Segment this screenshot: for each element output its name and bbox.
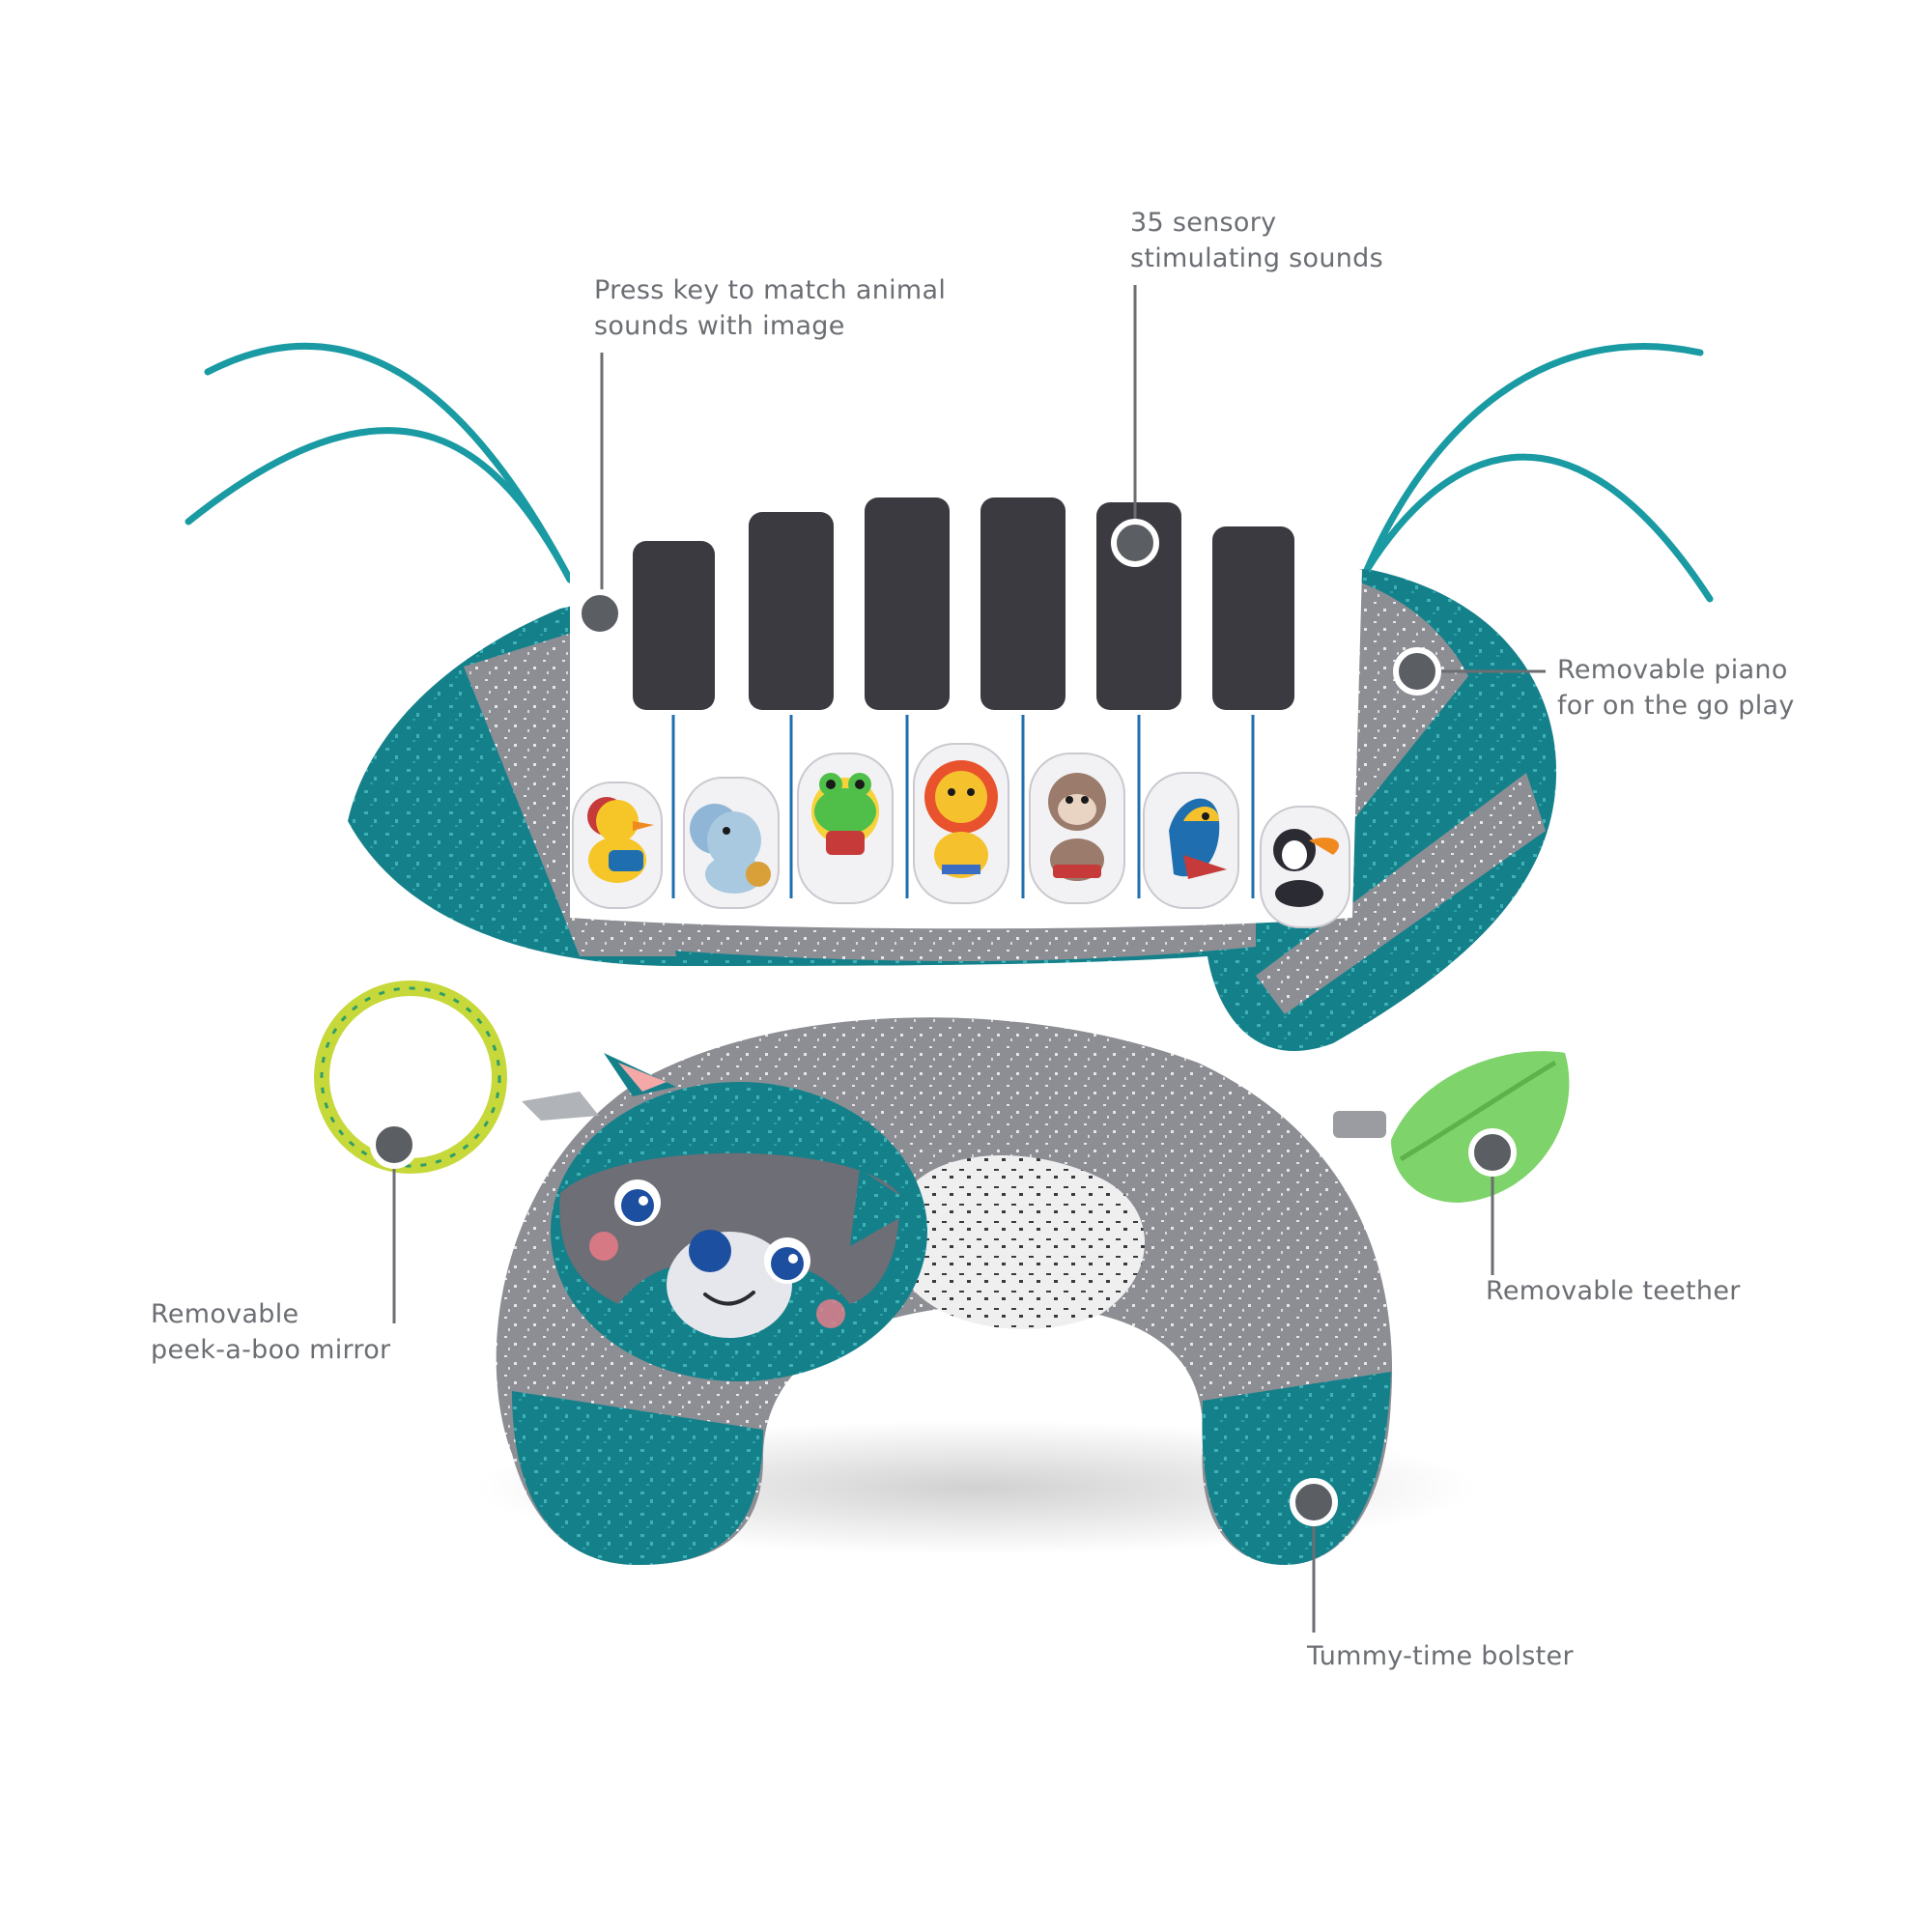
callout-dot-mirror xyxy=(370,1121,418,1169)
key-animal-pads xyxy=(572,743,1350,928)
callout-dot-press-key xyxy=(576,589,624,638)
parrot-icon xyxy=(1143,772,1239,909)
callout-piano: Removable piano for on the go play xyxy=(1557,652,1795,724)
callout-dot-bolster xyxy=(1290,1478,1338,1526)
ribbon-ties xyxy=(185,342,1714,603)
callout-sounds: 35 sensory stimulating sounds xyxy=(1130,205,1383,276)
callout-press-key-line2: sounds with image xyxy=(594,311,845,341)
callout-dots xyxy=(370,519,1517,1526)
callout-bolster: Tummy-time bolster xyxy=(1307,1638,1574,1674)
frog-icon xyxy=(797,753,894,904)
callout-press-key: Press key to match animal sounds with im… xyxy=(594,272,946,344)
toucan-icon xyxy=(1260,806,1350,928)
peek-a-boo-mirror xyxy=(314,980,599,1174)
duck-icon xyxy=(572,781,663,909)
callout-dot-piano xyxy=(1393,647,1441,696)
raccoon-face xyxy=(551,1053,927,1381)
callout-teether-line1: Removable teether xyxy=(1486,1276,1741,1306)
callout-mirror: Removable peek-a-boo mirror xyxy=(151,1296,390,1368)
callout-sounds-line1: 35 sensory xyxy=(1130,208,1277,238)
callout-mirror-line1: Removable xyxy=(151,1299,299,1329)
callout-teether: Removable teether xyxy=(1486,1273,1741,1309)
callout-press-key-line1: Press key to match animal xyxy=(594,275,947,305)
monkey-icon xyxy=(1029,753,1125,904)
callout-bolster-line1: Tummy-time bolster xyxy=(1307,1641,1574,1671)
callout-markers xyxy=(392,285,1546,1633)
callout-dot-sounds xyxy=(1111,519,1159,567)
callout-piano-line2: for on the go play xyxy=(1557,691,1795,721)
leaf-teether xyxy=(1333,1051,1570,1203)
callout-dot-teether xyxy=(1468,1128,1517,1177)
lion-icon xyxy=(913,743,1009,904)
callout-sounds-line2: stimulating sounds xyxy=(1130,243,1383,273)
elephant-icon xyxy=(683,777,780,909)
callout-piano-line1: Removable piano xyxy=(1557,655,1788,685)
callout-mirror-line2: peek-a-boo mirror xyxy=(151,1335,391,1365)
